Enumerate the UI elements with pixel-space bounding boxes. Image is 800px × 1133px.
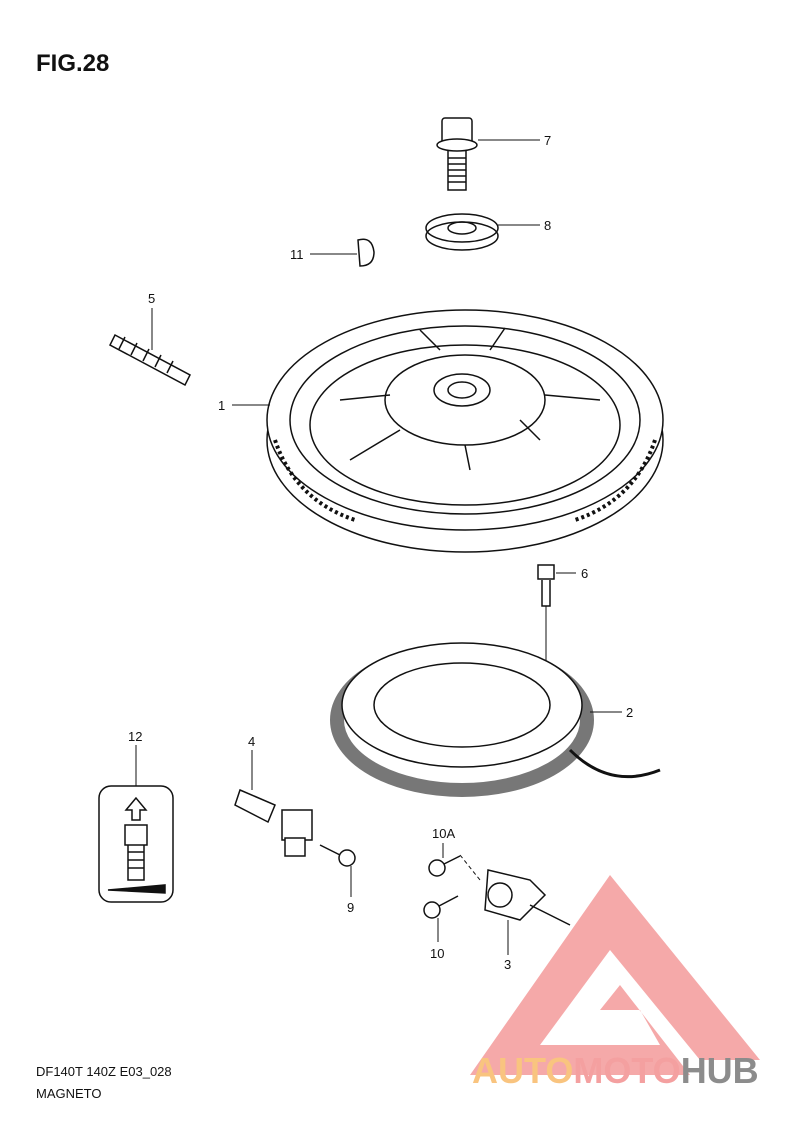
watermark-text: AUTOMOTOHUB [472,1050,759,1092]
screw-part-10 [423,895,459,919]
callout-5: 5 [148,291,156,306]
torque-note-icon-12 [98,785,174,903]
section-name: MAGNETO [36,1086,102,1101]
screw-part-9 [319,844,356,867]
callout-9: 9 [347,900,355,915]
bolt-part-7 [436,117,478,191]
washer-part-8 [425,213,499,251]
figure-title: FIG.28 [36,50,110,77]
watermark-hub: HUB [680,1050,759,1091]
callout-12: 12 [128,729,143,744]
callout-6: 6 [581,566,589,581]
bolt-part-6 [537,564,555,607]
watermark-logo-icon [470,875,760,1075]
callout-4: 4 [248,734,256,749]
callout-8: 8 [544,218,552,233]
callout-10a: 10A [432,826,456,841]
flywheel-part-1 [266,309,664,553]
callout-3: 3 [504,957,512,972]
watermark-moto: MOTO [573,1050,681,1091]
watermark-auto: AUTO [472,1050,574,1091]
callout-2: 2 [626,705,634,720]
key-part-11 [357,238,375,267]
pulser-coil-part-3 [484,869,571,926]
callout-1: 1 [218,398,226,413]
sensor-part-4 [234,788,313,857]
screw-part-10a [428,855,461,877]
callout-11: 11 [290,247,304,262]
pin-part-5 [109,333,191,387]
model-code: DF140T 140Z E03_028 [36,1064,172,1079]
stator-part-2 [330,642,661,797]
callout-10: 10 [430,946,445,961]
callout-7: 7 [544,133,552,148]
